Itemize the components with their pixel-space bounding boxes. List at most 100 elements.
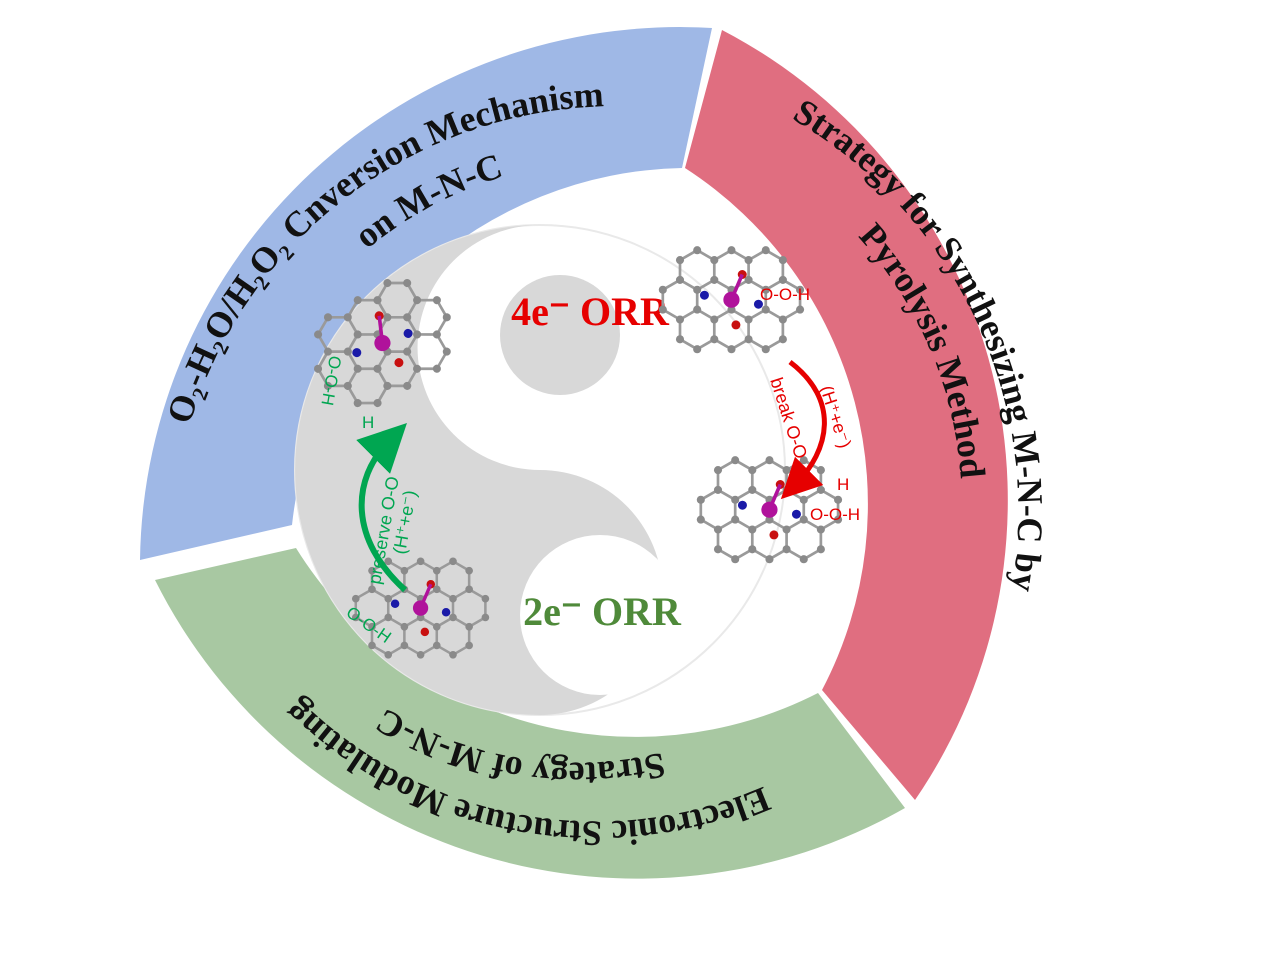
carbon-atom: [343, 313, 352, 322]
metal-oxygen-bond: [767, 483, 782, 511]
carbon-atom: [731, 555, 740, 564]
carbon-atom: [693, 285, 702, 294]
carbon-atom: [799, 495, 808, 504]
carbon-atom: [353, 399, 362, 408]
carbon-atom: [400, 622, 409, 631]
carbon-atom: [693, 246, 702, 255]
nitrogen-atom: [352, 348, 362, 358]
carbon-atom: [413, 296, 422, 305]
carbon-atom: [323, 313, 333, 322]
nitrogen-atom: [737, 500, 747, 510]
carbon-atom: [449, 613, 457, 622]
carbon-atom: [432, 330, 441, 339]
carbon-atom: [432, 641, 441, 650]
carbon-atom: [744, 275, 753, 284]
graphene-molecule-2e-top: [314, 278, 451, 408]
carbon-atom: [834, 495, 843, 504]
carbon-atom: [432, 364, 441, 373]
carbon-atom: [731, 515, 740, 524]
carbon-atom: [323, 347, 333, 356]
carbon-atom: [744, 256, 753, 265]
carbon-atom: [351, 613, 360, 622]
carbon-atom: [432, 622, 441, 631]
carbon-atom: [343, 381, 352, 390]
carbon-atom: [782, 466, 791, 475]
carbon-atom: [744, 315, 753, 324]
carbon-atom: [658, 305, 667, 314]
nitrogen-atom: [390, 599, 400, 609]
carbon-atom: [710, 315, 719, 324]
carbon-atom: [782, 525, 791, 534]
carbon-atom: [713, 545, 723, 554]
carbon-atom: [731, 495, 740, 504]
carbon-atom: [368, 641, 376, 650]
yinyang-bottom-dot: [520, 535, 680, 695]
adsorbate-2e-top-h: H: [362, 413, 374, 432]
carbon-atom: [713, 525, 723, 534]
carbon-atom: [403, 381, 412, 390]
carbon-atom: [384, 594, 393, 603]
carbon-atom: [314, 364, 323, 373]
graphene-molecule-4e-top: [658, 246, 805, 354]
carbon-atom: [675, 335, 685, 344]
carbon-atom: [351, 594, 360, 603]
carbon-atom: [748, 466, 757, 475]
carbon-atom: [465, 641, 473, 650]
metal-atom: [374, 334, 391, 352]
metal-atom: [412, 600, 429, 616]
carbon-atom: [442, 313, 451, 322]
carbon-atom: [403, 313, 412, 322]
carbon-atom: [323, 381, 333, 390]
nitrogen-atom: [403, 328, 413, 338]
metal-oxygen-bond: [377, 315, 385, 344]
adsorbate-4e-bottom: O-O-H: [810, 505, 860, 524]
yinyang-top-dot: [500, 275, 620, 395]
carbon-atom: [403, 347, 412, 356]
adsorbate-4e-bottom-h: H: [837, 475, 849, 494]
carbon-atom: [799, 515, 808, 524]
carbon-atom: [675, 256, 685, 265]
carbon-atom: [481, 594, 490, 603]
carbon-atom: [432, 296, 441, 305]
carbon-atom: [343, 347, 352, 356]
carbon-atom: [442, 347, 451, 356]
adsorbate-4e-top: O-O-H: [760, 285, 810, 304]
nitrogen-atom: [753, 299, 763, 309]
carbon-atom: [465, 622, 473, 631]
metal-atom: [761, 501, 778, 518]
carbon-atom: [713, 485, 723, 494]
carbon-atom: [799, 555, 808, 564]
carbon-atom: [731, 456, 740, 465]
carbon-atom: [383, 313, 392, 322]
carbon-atom: [416, 650, 425, 659]
carbon-atom: [816, 525, 825, 534]
carbon-atom: [400, 641, 409, 650]
carbon-atom: [368, 585, 376, 594]
carbon-atom: [765, 456, 774, 465]
carbon-atom: [353, 296, 362, 305]
carbon-atom: [727, 305, 736, 314]
carbon-atom: [675, 315, 685, 324]
carbon-atom: [816, 466, 825, 475]
carbon-atom: [696, 495, 705, 504]
metal-atom: [723, 291, 740, 308]
carbon-atom: [710, 275, 719, 284]
carbon-atom: [778, 275, 787, 284]
oxygen-atom: [731, 320, 741, 330]
carbon-atom: [765, 515, 774, 524]
carbon-atom: [384, 613, 393, 622]
carbon-atom: [748, 545, 757, 554]
carbon-atom: [727, 345, 736, 354]
carbon-atom: [368, 566, 376, 575]
metal-oxygen-bond: [419, 583, 433, 609]
carbon-atom: [744, 335, 753, 344]
carbon-atom: [384, 650, 393, 659]
oxygen-atom: [420, 627, 430, 637]
carbon-atom: [748, 485, 757, 494]
carbon-atom: [658, 285, 667, 294]
carbon-atom: [416, 613, 425, 622]
oxygen-atom: [769, 530, 779, 540]
carbon-atom: [413, 330, 422, 339]
carbon-atom: [383, 278, 392, 288]
